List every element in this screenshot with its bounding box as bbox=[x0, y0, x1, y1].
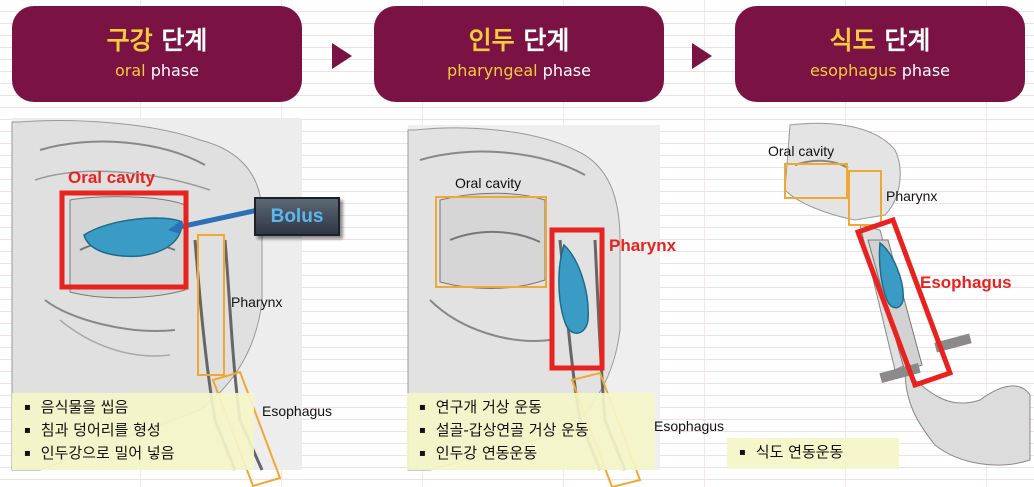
oral-cavity-label: Oral cavity bbox=[768, 143, 834, 159]
esophagus-phase-bullet-list: 식도 연동운동 bbox=[727, 438, 899, 469]
pharynx-label: Pharynx bbox=[886, 188, 937, 204]
esophagus-label: Esophagus bbox=[920, 273, 1012, 293]
list-item: 식도 연동운동 bbox=[739, 442, 889, 465]
